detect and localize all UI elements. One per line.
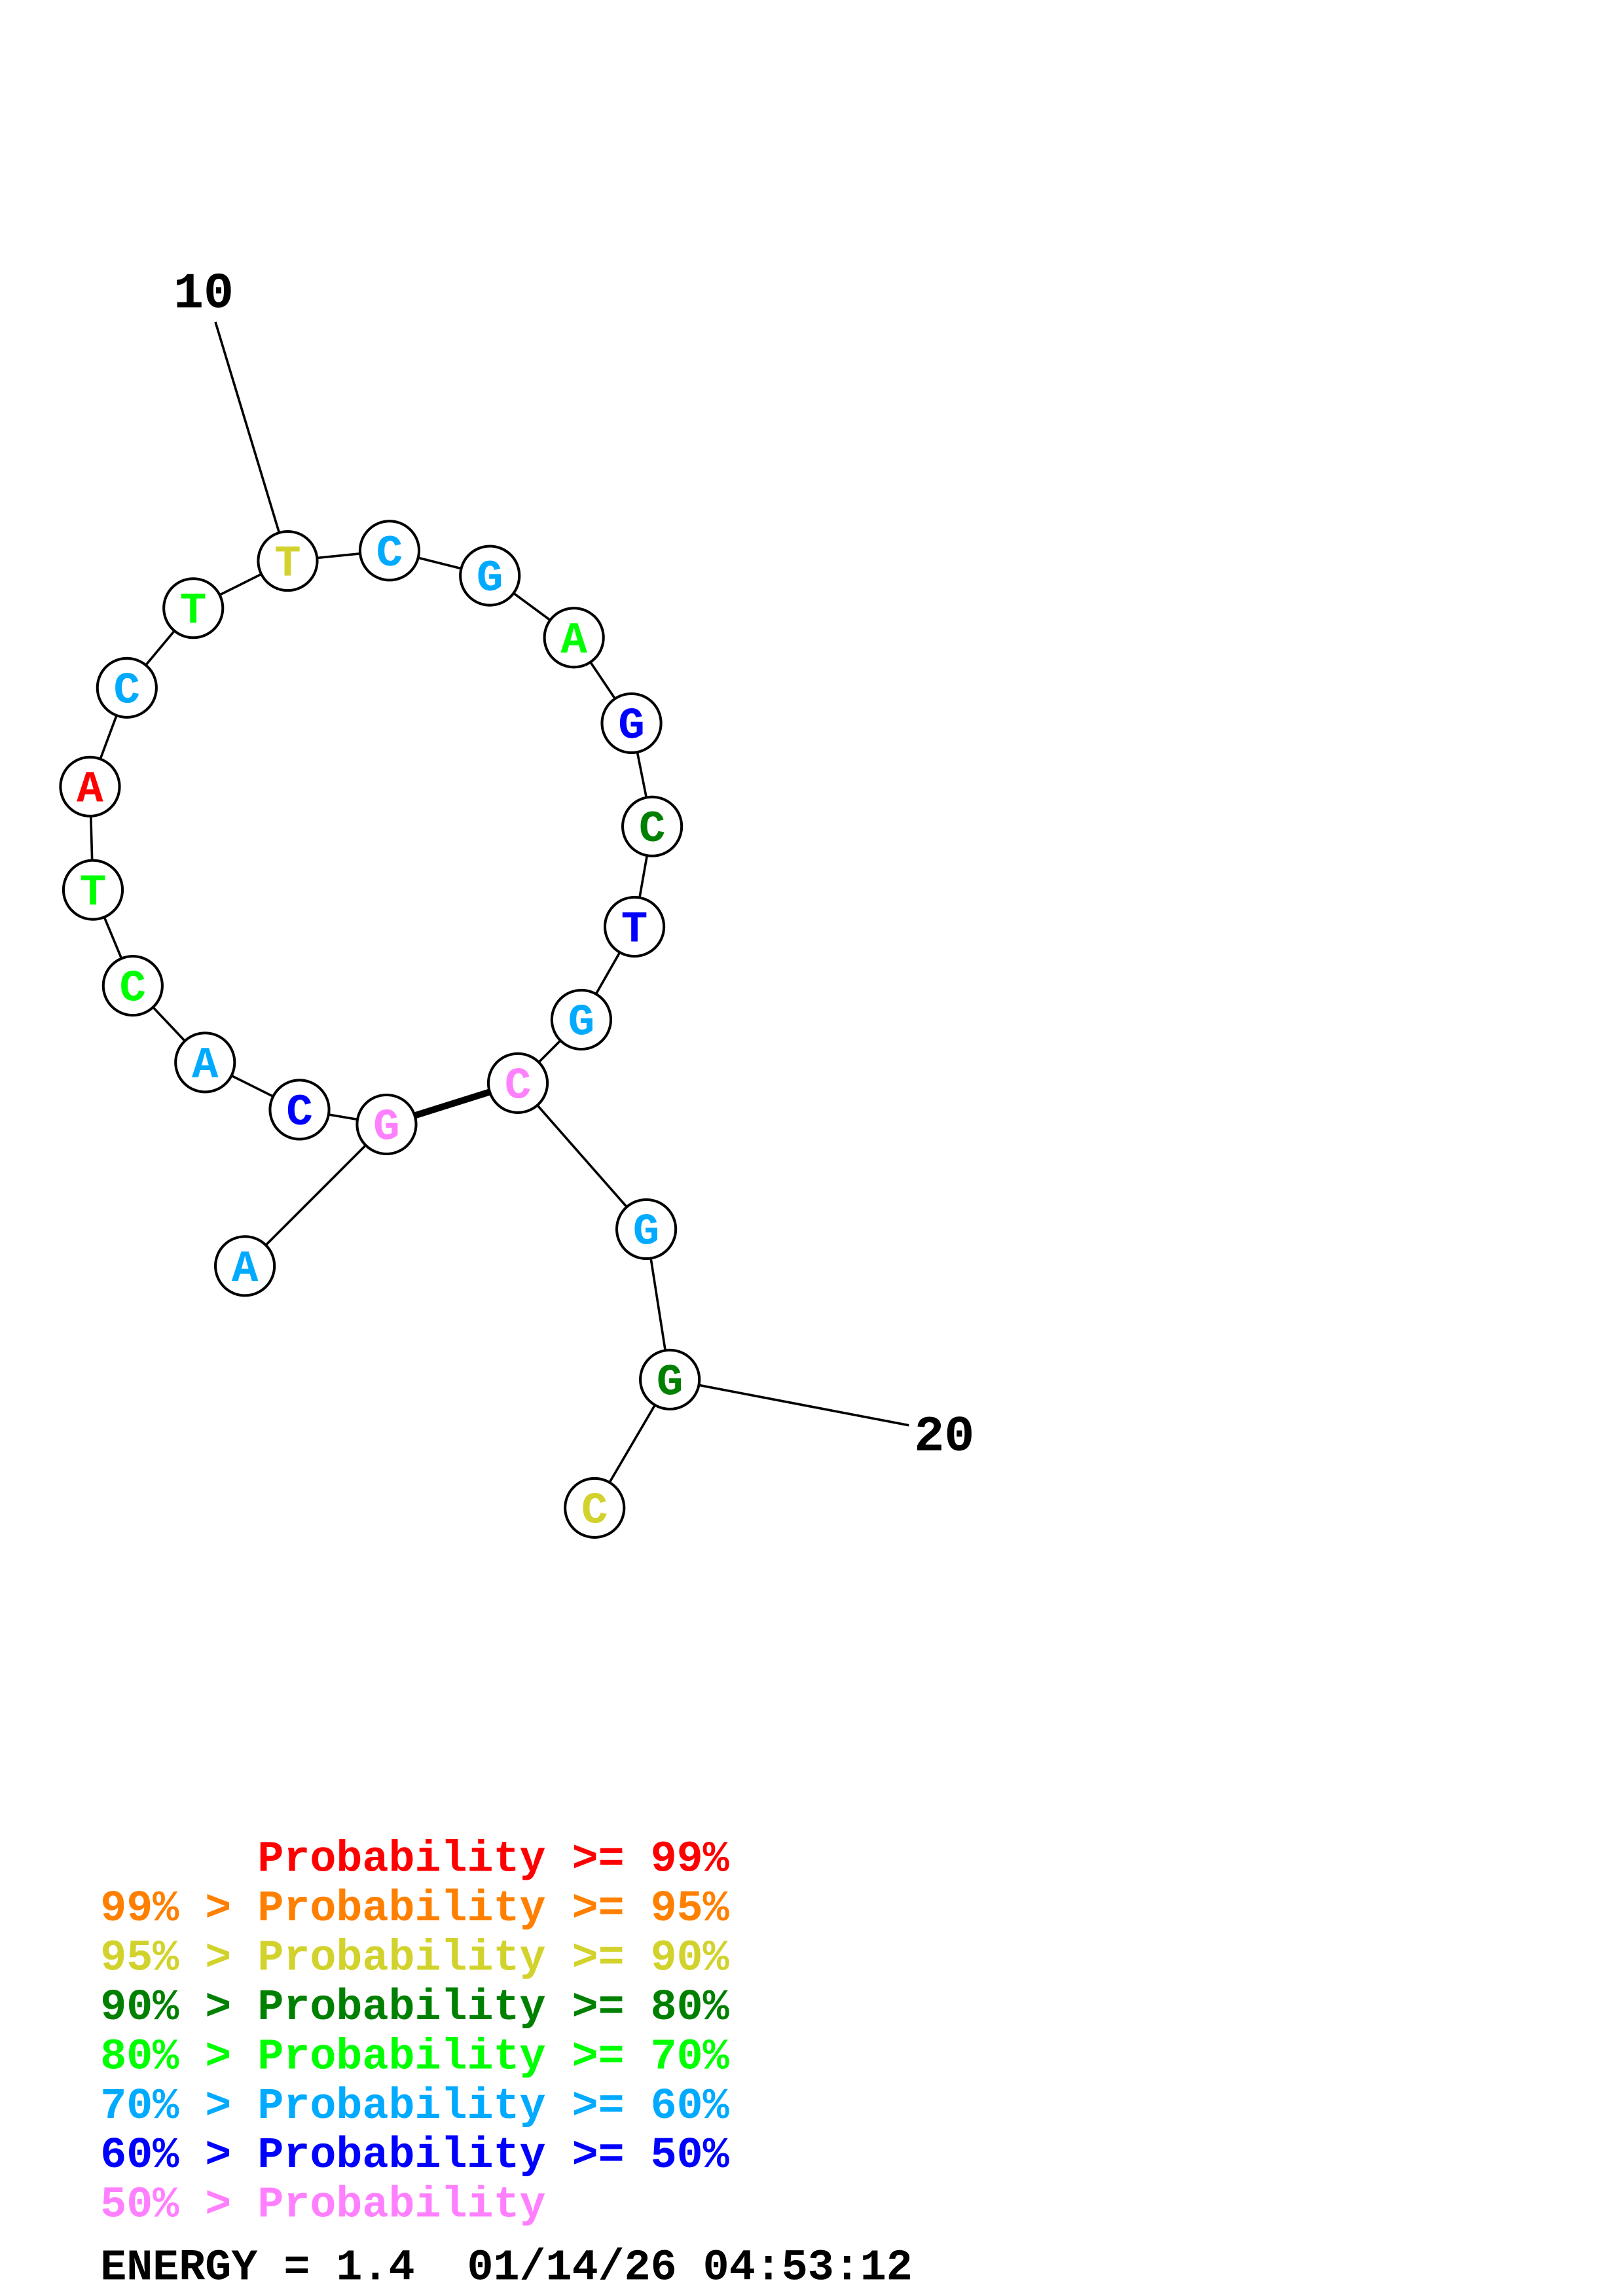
nucleotide-15: C bbox=[621, 795, 684, 857]
legend-entry: 60% > Probability >= 50% bbox=[100, 2131, 729, 2181]
nucleotide-base: T bbox=[80, 869, 107, 918]
nucleotide-circle bbox=[550, 988, 613, 1051]
nucleotide-circle bbox=[543, 607, 605, 669]
nucleotide-13: A bbox=[543, 607, 605, 669]
position-label-line bbox=[669, 1378, 909, 1427]
nucleotide-6: T bbox=[62, 859, 124, 921]
nucleotide-circle bbox=[358, 520, 421, 582]
nucleotide-8: C bbox=[96, 656, 158, 719]
nucleotide-9: T bbox=[162, 577, 225, 639]
nucleotide-base: G bbox=[657, 1358, 684, 1408]
nucleotide-circle bbox=[174, 1031, 236, 1094]
nucleotide-base: A bbox=[77, 765, 103, 815]
nucleotide-base: C bbox=[286, 1088, 313, 1138]
nucleotide-circle bbox=[459, 545, 521, 607]
nucleotide-14: G bbox=[600, 692, 663, 755]
nucleotide-21: C bbox=[564, 1477, 626, 1539]
nucleotide-circle bbox=[639, 1348, 701, 1410]
nucleotide-circle bbox=[603, 895, 666, 958]
position-label: 20 bbox=[914, 1409, 974, 1466]
nucleotide-base: A bbox=[232, 1245, 259, 1295]
nucleotide-5: C bbox=[101, 954, 164, 1017]
nucleotide-base: C bbox=[639, 805, 666, 855]
backbone-bond bbox=[517, 1082, 647, 1230]
backbone-bond bbox=[244, 1123, 388, 1267]
legend-entry: 50% > Probability bbox=[100, 2181, 545, 2231]
nucleotide-circle bbox=[62, 859, 124, 921]
nucleotide-base: C bbox=[114, 666, 141, 716]
nucleotide-base: C bbox=[581, 1486, 608, 1536]
nucleotide-circle bbox=[59, 755, 121, 817]
nucleotide-16: T bbox=[603, 895, 666, 958]
nucleotide-circle bbox=[257, 529, 319, 592]
nucleotide-base: C bbox=[120, 965, 147, 1014]
probability-legend: Probability >= 99%99% > Probability >= 9… bbox=[100, 1835, 729, 2230]
legend-entry: 95% > Probability >= 90% bbox=[100, 1933, 729, 1983]
nucleotide-circle bbox=[564, 1477, 626, 1539]
nucleotide-base: C bbox=[505, 1062, 532, 1111]
nucleotide-base: G bbox=[633, 1208, 660, 1257]
legend-entry: 80% > Probability >= 70% bbox=[100, 2032, 729, 2082]
nucleotide-base: G bbox=[373, 1103, 400, 1153]
nucleotide-circle bbox=[162, 577, 225, 639]
position-labels: 10 20 bbox=[173, 266, 974, 1466]
nucleotide-circle bbox=[486, 1052, 549, 1114]
nucleotide-10: T bbox=[257, 529, 319, 592]
nucleotide-circle bbox=[214, 1235, 276, 1297]
nucleotide-circle bbox=[621, 795, 684, 857]
nucleotide-circle bbox=[96, 656, 158, 719]
nucleotide-base: T bbox=[180, 587, 207, 637]
nucleotide-19: G bbox=[615, 1198, 678, 1261]
nucleotide-4: A bbox=[174, 1031, 236, 1094]
nucleotide-base: G bbox=[477, 554, 503, 604]
nucleotide-base: T bbox=[621, 905, 648, 955]
nucleotide-17: G bbox=[550, 988, 613, 1051]
nucleotide-2: G bbox=[356, 1093, 418, 1156]
nucleotide-12: G bbox=[459, 545, 521, 607]
nucleotide-base: G bbox=[618, 702, 645, 751]
legend-entry: 90% > Probability >= 80% bbox=[100, 1983, 729, 2033]
nucleotide-circle bbox=[268, 1079, 331, 1141]
nucleotide-1: A bbox=[214, 1235, 276, 1297]
nucleotide-circle bbox=[101, 954, 164, 1017]
nucleotide-base: C bbox=[376, 529, 403, 579]
nucleotide-base: G bbox=[568, 998, 595, 1048]
position-label-line bbox=[214, 321, 289, 562]
nucleotide-18: C bbox=[486, 1052, 549, 1114]
legend-entry: Probability >= 99% bbox=[100, 1835, 729, 1884]
nucleotide-circle bbox=[356, 1093, 418, 1156]
nucleotide-circle bbox=[615, 1198, 678, 1261]
nucleotide-11: C bbox=[358, 520, 421, 582]
nucleotide-base: A bbox=[560, 617, 587, 666]
position-label: 10 bbox=[173, 266, 234, 323]
nucleotide-7: A bbox=[59, 755, 121, 817]
nucleotide-3: C bbox=[268, 1079, 331, 1141]
nucleotide-base: A bbox=[192, 1041, 219, 1091]
nucleotide-base: T bbox=[274, 540, 301, 590]
nucleotide-circle bbox=[600, 692, 663, 755]
legend-entry: 70% > Probability >= 60% bbox=[100, 2082, 729, 2132]
legend-entry: 99% > Probability >= 95% bbox=[100, 1884, 729, 1934]
energy-footer: ENERGY = 1.4 01/14/26 04:53:12 bbox=[100, 2244, 913, 2293]
nucleotide-20: G bbox=[639, 1348, 701, 1410]
